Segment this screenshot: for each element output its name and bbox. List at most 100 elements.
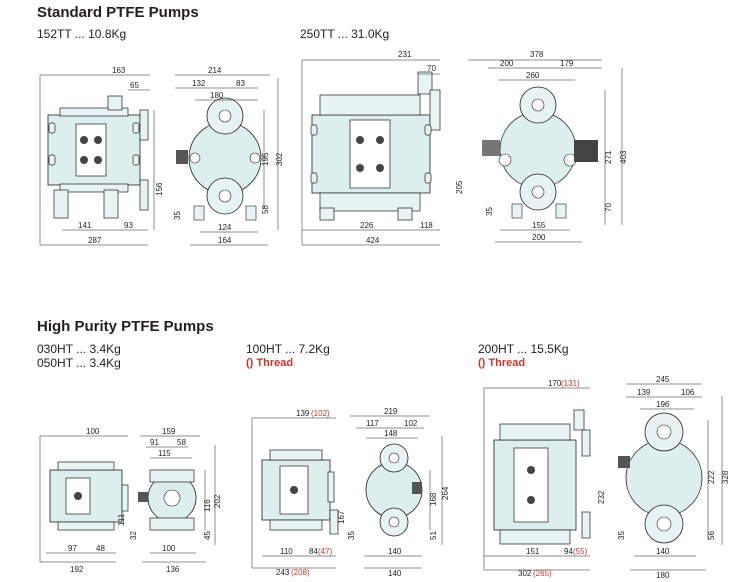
dim-152tt-r: 58 <box>261 205 270 214</box>
dim-200ht-top: 170 <box>548 379 562 388</box>
standard-section-title: Standard PTFE Pumps <box>37 4 199 21</box>
model-050ht-label: 050HT ... 3.4Kg <box>37 356 121 370</box>
dim-200ht-overall-thread: (265) <box>533 569 552 578</box>
dim-250tt-top: 231 <box>398 50 412 59</box>
dim-100ht-w2: 117 <box>366 419 379 428</box>
dim-200ht-top-thread: (131) <box>561 379 580 388</box>
dim-152tt-b1-side: 124 <box>218 223 232 232</box>
model-200ht-label: 200HT ... 15.5Kg <box>478 342 569 356</box>
model-152tt-label: 152TT ... 10.8Kg <box>37 27 127 41</box>
dim-100ht-top: 139 <box>296 409 310 418</box>
dim-030ht-b1: 97 <box>68 544 77 553</box>
dim-250tt-b1: 226 <box>360 221 374 230</box>
model-030ht-label: 030HT ... 3.4Kg <box>37 342 121 356</box>
dim-250tt-b2-side: 200 <box>532 233 546 242</box>
dim-200ht-h1: 222 <box>707 470 716 484</box>
dim-200ht-b2: 94 <box>564 547 573 556</box>
dim-250tt-overall: 424 <box>366 236 380 245</box>
model-250tt-label: 250TT ... 31.0Kg <box>300 27 390 41</box>
dim-030ht-overall: 192 <box>70 565 84 574</box>
dim-250tt-l: 35 <box>485 207 494 216</box>
dim-200ht-b1-side: 140 <box>656 547 670 556</box>
dim-100ht-h: 167 <box>337 510 346 524</box>
dim-030ht-h1: 116 <box>203 499 212 512</box>
dim-100ht-b2: 84 <box>309 547 318 556</box>
dim-030ht-b2-side: 136 <box>166 565 180 574</box>
dim-152tt-b2: 93 <box>124 221 133 230</box>
dim-200ht-h: 232 <box>597 490 606 504</box>
pump-200ht-front-view <box>483 387 591 571</box>
dim-100ht-overall-thread: (208) <box>291 568 310 577</box>
dim-250tt-in: 70 <box>427 64 436 73</box>
dim-250tt-w2: 200 <box>500 59 514 68</box>
pump-030ht-side-view <box>138 435 216 563</box>
dim-200ht-b1: 151 <box>526 547 540 556</box>
dim-030ht-w2: 91 <box>150 438 159 447</box>
dim-200ht-w3: 106 <box>681 388 695 397</box>
dim-250tt-h2: 403 <box>619 150 628 164</box>
dim-030ht-h2: 202 <box>213 494 222 508</box>
dim-152tt-h: 156 <box>155 182 164 196</box>
pump-250tt-front-view <box>301 59 441 246</box>
dim-100ht-l: 35 <box>347 531 356 540</box>
dim-250tt-w4: 260 <box>526 71 540 80</box>
dim-100ht-b2-thread: (47) <box>318 547 333 556</box>
dim-152tt-w3: 83 <box>236 79 245 88</box>
dim-152tt-in: 65 <box>130 81 139 90</box>
dim-152tt-h2: 302 <box>275 152 284 166</box>
dim-200ht-w1: 245 <box>656 375 670 384</box>
dim-152tt-top: 163 <box>112 66 126 75</box>
dim-152tt-b2-side: 164 <box>218 236 232 245</box>
dim-250tt-h: 205 <box>455 180 464 194</box>
dim-100ht-h2: 264 <box>441 486 450 500</box>
pump-100ht-side-view <box>350 415 443 569</box>
dim-200ht-l: 35 <box>617 531 626 540</box>
dim-152tt-w4: 180 <box>210 91 224 100</box>
dim-250tt-b1-side: 155 <box>532 221 546 230</box>
dim-030ht-w1: 159 <box>162 427 176 436</box>
dim-200ht-h2: 328 <box>721 470 730 484</box>
dim-200ht-overall: 302 <box>518 569 532 578</box>
dim-152tt-h1: 195 <box>261 152 270 166</box>
dim-100ht-w4: 148 <box>384 429 398 438</box>
dim-030ht-w3: 58 <box>177 438 186 447</box>
pump-152tt-side-view <box>175 74 279 246</box>
dim-200ht-w4: 196 <box>656 400 670 409</box>
dim-250tt-r: 70 <box>604 203 613 212</box>
dim-100ht-w3: 102 <box>404 419 418 428</box>
dim-152tt-overall: 287 <box>88 236 102 245</box>
dim-100ht-b1-side: 140 <box>388 547 402 556</box>
dim-100ht-top-thread: (102) <box>311 409 330 418</box>
dim-250tt-w3: 179 <box>560 59 574 68</box>
dim-100ht-w1: 219 <box>384 407 398 416</box>
dim-100ht-overall: 243 <box>276 568 290 577</box>
dim-250tt-w1: 378 <box>530 50 544 59</box>
dim-152tt-w2: 132 <box>192 79 206 88</box>
dim-030ht-r: 45 <box>203 531 212 540</box>
high-purity-section-title: High Purity PTFE Pumps <box>37 318 214 335</box>
pump-200ht-side-view <box>618 383 723 571</box>
thread-note-100ht: () Thread <box>246 357 294 369</box>
dim-152tt-b1: 141 <box>78 221 92 230</box>
dim-152tt-l: 35 <box>173 211 182 220</box>
dim-030ht-top: 100 <box>86 427 100 436</box>
pump-030ht-front-view <box>39 435 129 563</box>
dim-200ht-r: 56 <box>707 531 716 540</box>
pump-250tt-side-view <box>468 59 623 243</box>
dim-200ht-b2-side: 180 <box>656 571 670 580</box>
dim-200ht-b2-thread: (55) <box>573 547 588 556</box>
pump-100ht-front-view <box>251 417 339 569</box>
dim-030ht-b2: 48 <box>96 544 105 553</box>
dim-030ht-h: 111 <box>117 513 126 526</box>
pump-152tt-front-view <box>39 74 155 246</box>
dim-100ht-h1: 168 <box>429 492 438 506</box>
dim-100ht-b2-side: 140 <box>388 569 402 578</box>
dim-030ht-b1-side: 100 <box>162 544 176 553</box>
dim-100ht-r: 51 <box>429 531 438 540</box>
dim-030ht-w4: 115 <box>158 449 171 458</box>
dim-100ht-b1: 110 <box>280 547 293 556</box>
dim-250tt-b2: 118 <box>420 221 433 230</box>
dim-030ht-l: 32 <box>129 531 138 540</box>
model-100ht-label: 100HT ... 7.2Kg <box>246 342 330 356</box>
